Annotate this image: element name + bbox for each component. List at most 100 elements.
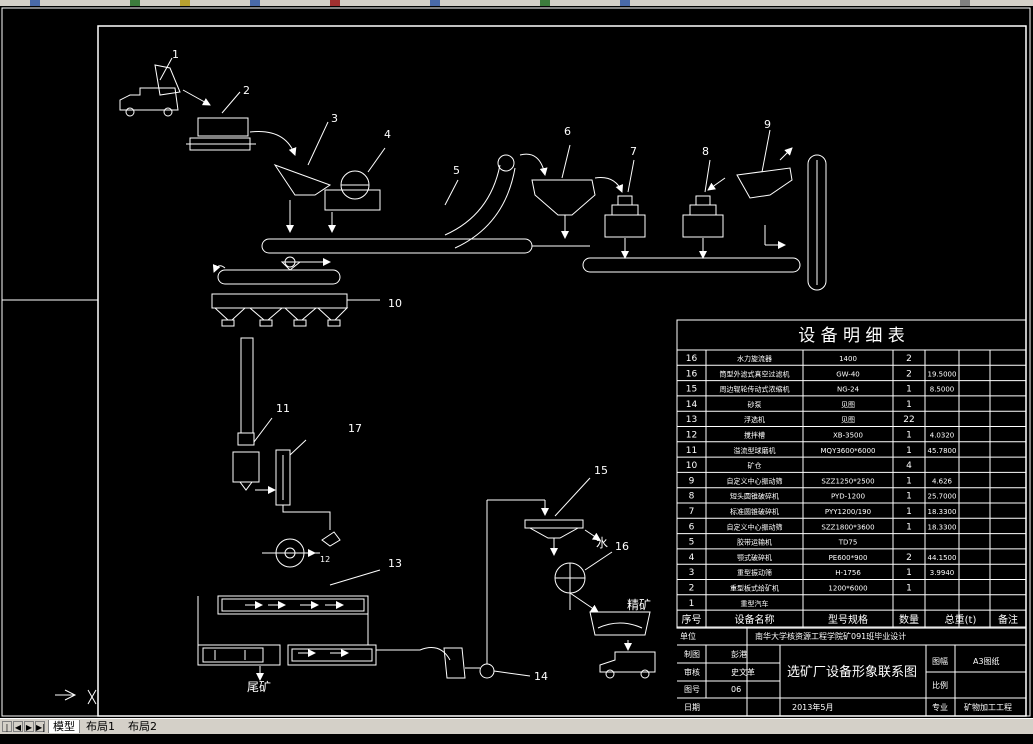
table-cell-model: PE600*900 bbox=[829, 554, 868, 562]
table-cell-name: 短头圆锥破碎机 bbox=[730, 492, 779, 501]
table-header-name: 设备名称 bbox=[735, 613, 775, 626]
table-cell-no: 3 bbox=[689, 568, 695, 578]
toolbar-icon[interactable] bbox=[130, 0, 140, 6]
table-title: 设 备 明 细 表 bbox=[798, 326, 905, 346]
table-cell-name: 重型振动筛 bbox=[737, 568, 772, 577]
tab-model[interactable]: 模型 bbox=[48, 720, 80, 733]
table-cell-qty: 1 bbox=[906, 492, 912, 502]
callout-9: 9 bbox=[764, 118, 771, 131]
table-cell-model: XB-3500 bbox=[833, 432, 863, 440]
callout-5: 5 bbox=[453, 164, 460, 177]
bucket-elevator bbox=[807, 154, 827, 291]
toolbar-icon[interactable] bbox=[540, 0, 550, 6]
tab-layout1[interactable]: 布局1 bbox=[86, 720, 115, 733]
concentrate-bin bbox=[589, 611, 651, 636]
first-tab-button[interactable]: |◀ bbox=[2, 721, 12, 743]
vacuum-filter bbox=[554, 551, 613, 613]
tb-drawing-no-label: 图号 bbox=[684, 685, 700, 694]
toolbar-icon[interactable] bbox=[30, 0, 40, 6]
layout-tab-bar: |◀ ◀ ▶ ▶| 模型 布局1 布局2 bbox=[0, 718, 1033, 743]
last-tab-button[interactable]: ▶| bbox=[35, 721, 45, 732]
table-cell-name: 筒型外滤式真空过滤机 bbox=[720, 369, 790, 378]
table-cell-qty: 1 bbox=[906, 522, 912, 532]
tb-major-label: 专业 bbox=[932, 702, 948, 712]
table-cell-model: 1200*6000 bbox=[828, 585, 867, 593]
callout-6: 6 bbox=[564, 125, 571, 138]
jaw-crusher bbox=[324, 147, 386, 211]
ore-bins bbox=[211, 293, 380, 327]
dump-truck bbox=[119, 57, 181, 117]
cad-drawing: 1 2 3 4 5 6 7 8 9 10 11 12 13 14 15 16 1… bbox=[1, 7, 1031, 717]
table-cell-no: 15 bbox=[686, 385, 697, 395]
table-cell-model: SZZ1800*3600 bbox=[821, 523, 874, 531]
tb-major-value: 矿物加工工程 bbox=[964, 702, 1012, 712]
table-header-qty: 数量 bbox=[899, 613, 919, 626]
callout-12: 12 bbox=[320, 555, 330, 564]
callout-4: 4 bbox=[384, 128, 391, 141]
tb-unit-value: 南华大学核资源工程学院矿091班毕业设计 bbox=[755, 631, 906, 641]
table-cell-no: 5 bbox=[689, 538, 695, 548]
toolbar-icon[interactable] bbox=[620, 0, 630, 6]
table-cell-no: 9 bbox=[689, 476, 695, 486]
next-tab-button[interactable]: ▶ bbox=[24, 721, 34, 732]
table-cell-weight: 18.3300 bbox=[928, 523, 957, 531]
table-cell-name: 重型汽车 bbox=[741, 599, 769, 608]
tb-drawing-no-value: 06 bbox=[731, 685, 741, 694]
table-cell-model: TD75 bbox=[838, 539, 858, 547]
callout-1: 1 bbox=[172, 48, 179, 61]
drawing-border bbox=[97, 25, 1027, 717]
table-cell-model: PYD-1200 bbox=[831, 493, 865, 501]
table-cell-model: MQY3600*6000 bbox=[821, 447, 876, 455]
table-cell-model: 见图 bbox=[841, 416, 855, 424]
callout-17: 17 bbox=[348, 422, 362, 435]
tb-review-value: 史文革 bbox=[731, 667, 755, 677]
table-cell-no: 1 bbox=[689, 599, 695, 609]
toolbar-icon[interactable] bbox=[330, 0, 340, 6]
table-cell-weight: 4.0320 bbox=[930, 432, 955, 440]
table-cell-name: 标准圆锥破碎机 bbox=[730, 507, 779, 516]
table-header-model: 型号规格 bbox=[828, 613, 868, 626]
table-cell-name: 重型板式给矿机 bbox=[730, 584, 779, 593]
table-cell-model: PYY1200/190 bbox=[825, 508, 871, 516]
callout-14: 14 bbox=[534, 670, 548, 683]
toolbar-icon[interactable] bbox=[250, 0, 260, 6]
label-tailings: 尾矿 bbox=[247, 680, 271, 694]
concentrate-truck bbox=[599, 640, 656, 679]
table-header-no: 序号 bbox=[682, 613, 702, 626]
table-cell-name: 自定义中心振动筛 bbox=[727, 522, 783, 531]
tb-sheet-value: A3图纸 bbox=[973, 656, 1000, 666]
table-cell-qty: 2 bbox=[906, 553, 912, 563]
table-header-remark: 备注 bbox=[998, 613, 1018, 626]
table-cell-model: H-1756 bbox=[835, 569, 861, 577]
prev-tab-button[interactable]: ◀ bbox=[13, 721, 23, 732]
table-header-weight: 总重(t) bbox=[945, 613, 977, 626]
table-cell-weight: 19.5000 bbox=[928, 370, 957, 378]
table-cell-no: 4 bbox=[689, 553, 695, 563]
toolbar-icon[interactable] bbox=[960, 0, 970, 6]
concentrate-thickener bbox=[524, 477, 601, 556]
toolbar-icon[interactable] bbox=[430, 0, 440, 6]
tab-layout2[interactable]: 布局2 bbox=[128, 720, 157, 733]
table-cell-weight: 44.1500 bbox=[928, 554, 957, 562]
callout-3: 3 bbox=[331, 112, 338, 125]
table-cell-weight: 45.7800 bbox=[928, 447, 957, 455]
drawing-canvas[interactable]: 1 2 3 4 5 6 7 8 9 10 11 12 13 14 15 16 1… bbox=[0, 6, 1033, 718]
callout-13: 13 bbox=[388, 557, 402, 570]
callout-11: 11 bbox=[276, 402, 290, 415]
table-cell-weight: 4.626 bbox=[932, 477, 953, 485]
short-head-cone-crusher bbox=[682, 159, 724, 238]
callout-7: 7 bbox=[630, 145, 637, 158]
table-cell-no: 10 bbox=[686, 461, 698, 471]
table-cell-weight: 3.9940 bbox=[930, 569, 955, 577]
callout-8: 8 bbox=[702, 145, 709, 158]
overflow-ball-mill bbox=[232, 337, 273, 491]
tb-scale-label: 比例 bbox=[932, 680, 948, 690]
bin-feed-conveyor bbox=[212, 256, 341, 285]
table-cell-no: 16 bbox=[686, 369, 698, 379]
vibrating-screen-9 bbox=[736, 129, 793, 199]
tb-date-value: 2013年5月 bbox=[792, 702, 833, 712]
label-water: 水 bbox=[596, 536, 608, 550]
table-cell-no: 2 bbox=[689, 584, 695, 594]
toolbar-icon[interactable] bbox=[180, 0, 190, 6]
table-cell-name: 矿仓 bbox=[748, 461, 762, 470]
